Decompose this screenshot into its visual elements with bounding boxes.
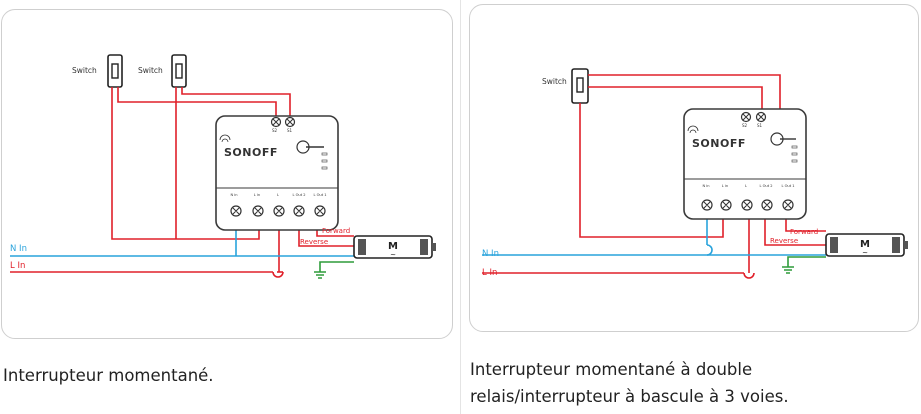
wifi-icon xyxy=(219,134,231,143)
neutral-wires xyxy=(10,230,354,257)
ground-wire xyxy=(314,261,354,279)
sonoff-device: S2 S1 SONOFF N in L in L L Out 2 L Out 1 xyxy=(215,115,339,231)
wiring-diagram-double-relay-3way: Switch S2 S1 SONOFF xyxy=(469,4,919,332)
caption-double-relay-3way: Interrupteur momentané à double relais/i… xyxy=(470,360,789,406)
top-terminal-s2: S2 xyxy=(742,123,748,128)
wiring-diagram-momentary-switch: Switch Switch S2 S1 SONOFF xyxy=(1,9,453,339)
reverse-label: Reverse xyxy=(300,238,328,246)
motor-ac-symbol: ~ xyxy=(390,251,396,259)
reverse-label: Reverse xyxy=(770,237,798,245)
n-in-label: N In xyxy=(482,249,499,259)
motor: M ~ xyxy=(825,233,908,257)
ground-wire xyxy=(782,256,826,274)
motor-label: M xyxy=(388,241,398,252)
terminal-label-l-in: L in xyxy=(254,193,260,197)
motor-ac-symbol: ~ xyxy=(862,249,868,257)
switch-1: Switch xyxy=(72,54,123,88)
switch-3way: Switch xyxy=(542,68,589,104)
sonoff-device: S2 S1 SONOFF N in L in L L Out 2 L Out 1 xyxy=(683,108,807,220)
motor: M ~ xyxy=(353,235,436,259)
n-in-label: N In xyxy=(10,244,27,254)
status-led-icons xyxy=(791,145,798,163)
neutral-wires xyxy=(482,219,826,256)
switch-3way-label: Switch xyxy=(542,77,567,86)
status-led-icons xyxy=(321,152,328,170)
terminal-label-l: L xyxy=(277,193,279,197)
live-wires xyxy=(482,74,826,279)
forward-label: Forward xyxy=(322,227,350,235)
switch-1-label: Switch xyxy=(72,66,97,75)
switch-2: Switch xyxy=(138,54,187,88)
device-brand-logo: SONOFF xyxy=(692,137,746,150)
device-brand-logo: SONOFF xyxy=(224,146,278,159)
l-in-label: L In xyxy=(482,268,497,278)
caption-momentary-switch: Interrupteur momentané. xyxy=(3,366,214,385)
column-divider xyxy=(460,0,461,414)
terminal-label-n-in: N in xyxy=(702,184,709,188)
wiring-diagram-right-svg: Switch S2 S1 SONOFF xyxy=(482,68,908,279)
wifi-icon xyxy=(687,125,699,134)
switch-2-label: Switch xyxy=(138,66,163,75)
terminal-label-l-out-1: L Out 1 xyxy=(313,193,326,197)
terminal-label-l-out-1: L Out 1 xyxy=(781,184,794,188)
terminal-label-l-in: L in xyxy=(722,184,728,188)
top-terminal-s1: S1 xyxy=(757,123,763,128)
motor-label: M xyxy=(860,239,870,250)
l-in-label: L In xyxy=(10,261,25,271)
wiring-diagram-left-svg: Switch Switch S2 S1 SONOFF xyxy=(10,54,436,279)
terminal-label-l: L xyxy=(745,184,747,188)
terminal-label-n-in: N in xyxy=(230,193,237,197)
top-terminal-s1: S1 xyxy=(287,128,293,133)
top-terminal-s2: S2 xyxy=(272,128,278,133)
terminal-label-l-out-2: L Out 2 xyxy=(759,184,772,188)
terminal-label-l-out-2: L Out 2 xyxy=(292,193,305,197)
live-wires xyxy=(10,87,354,278)
forward-label: Forward xyxy=(790,228,818,236)
